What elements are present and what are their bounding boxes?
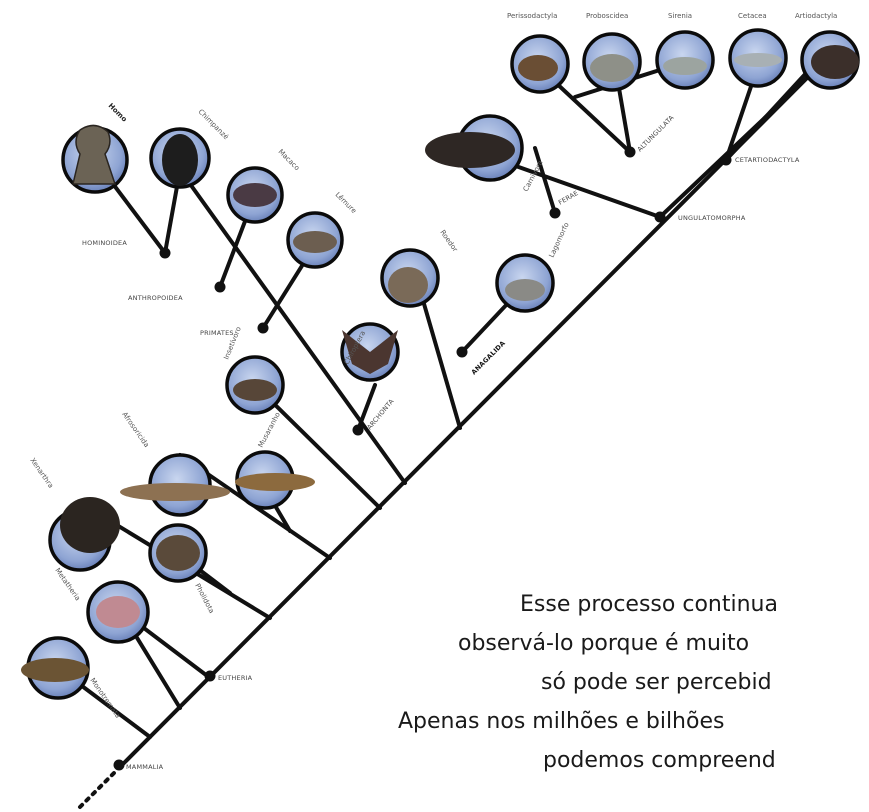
insetivoro-figure — [233, 379, 277, 401]
node-ferae — [549, 207, 561, 219]
afrotherio-figure — [120, 483, 230, 501]
clade-altungulata: ALTUNGULATA — [636, 113, 676, 153]
clade-hominoidea: HOMINOIDEA — [82, 239, 127, 247]
caption-line-3: só pode ser percebid — [541, 670, 772, 695]
node-altungulata — [624, 146, 636, 158]
node-archonta — [352, 424, 364, 436]
sirenia-figure — [663, 57, 707, 75]
lagomorfo-figure — [505, 279, 545, 301]
clade-anthropoidea: ANTHROPOIDEA — [128, 294, 183, 302]
node-cetartiodactyla — [720, 154, 732, 166]
label-artiodactyla: Artiodactyla — [795, 12, 837, 20]
roedor-figure — [388, 267, 428, 303]
clade-mammalia: MAMMALIA — [126, 763, 164, 771]
node-primates — [257, 322, 269, 334]
node-anthropoidea — [214, 281, 226, 293]
label-musaranho: Musaranho — [257, 411, 282, 449]
clade-cetartiodactyla: CETARTIODACTYLA — [735, 156, 800, 164]
xenarthra-figure — [60, 497, 120, 553]
animal-figures — [21, 45, 859, 682]
label-xenarthra: Xenarthra — [28, 457, 54, 490]
label-lagomorfo: Lagomorfo — [548, 221, 571, 259]
node-ungulatomorpha — [654, 211, 666, 223]
label-sirenia: Sirenia — [668, 12, 692, 20]
cetacea-figure — [734, 53, 782, 67]
proboscidea-figure — [590, 54, 634, 82]
lemure-figure — [293, 231, 337, 253]
monotremata-figure — [21, 658, 89, 682]
clade-primates: PRIMATES — [200, 329, 234, 337]
clade-ungulatomorpha: UNGULATOMORPHA — [678, 214, 746, 222]
label-cetacea: Cetacea — [738, 12, 767, 20]
label-roedor: Roedor — [438, 229, 459, 254]
clade-ferae: FERAE — [557, 189, 580, 207]
pholidota-figure — [156, 535, 200, 571]
node-anagalida — [456, 346, 468, 358]
macaco-figure — [233, 183, 277, 207]
label-perissodactyla: Perissodactyla — [507, 12, 557, 20]
node-mammalia — [113, 759, 125, 771]
caption-line-1: Esse processo continua — [520, 592, 778, 617]
caption-line-2: observá-lo porque é muito — [458, 631, 750, 656]
label-homo: Homo — [107, 102, 129, 124]
clade-anagalida: ANAGALIDA — [470, 339, 507, 376]
musaranho-figure — [235, 473, 315, 491]
node-eutheria — [204, 670, 216, 682]
caption-line-4: Apenas nos milhões e bilhões — [398, 709, 725, 734]
perissodactyla-figure — [518, 55, 558, 81]
nodes — [113, 146, 732, 771]
node-hominoidea — [159, 247, 171, 259]
metatheria-figure — [96, 596, 140, 628]
label-lemure: Lêmure — [334, 191, 358, 215]
root-dots — [78, 767, 120, 809]
label-macaco: Macaco — [277, 148, 301, 172]
label-afrosoricida: Afrosoricida — [120, 411, 150, 449]
trunk — [120, 73, 812, 767]
top-labels: Perissodactyla Proboscidea Sirenia Cetac… — [507, 12, 837, 20]
label-pholidota: Pholidota — [193, 582, 215, 615]
artiodactyla-figure — [811, 45, 859, 79]
quiroptera-figure — [342, 330, 398, 374]
label-metatheria: Metatheria — [53, 567, 81, 603]
label-monotremata: Monotremata — [88, 677, 121, 720]
label-proboscidea: Proboscidea — [586, 12, 628, 20]
caption-line-5: podemos compreend — [543, 748, 776, 773]
carnivora-figure — [425, 132, 515, 168]
clade-eutheria: EUTHERIA — [218, 674, 253, 682]
homo-figure — [72, 124, 117, 185]
chimpanze-figure — [162, 134, 198, 186]
